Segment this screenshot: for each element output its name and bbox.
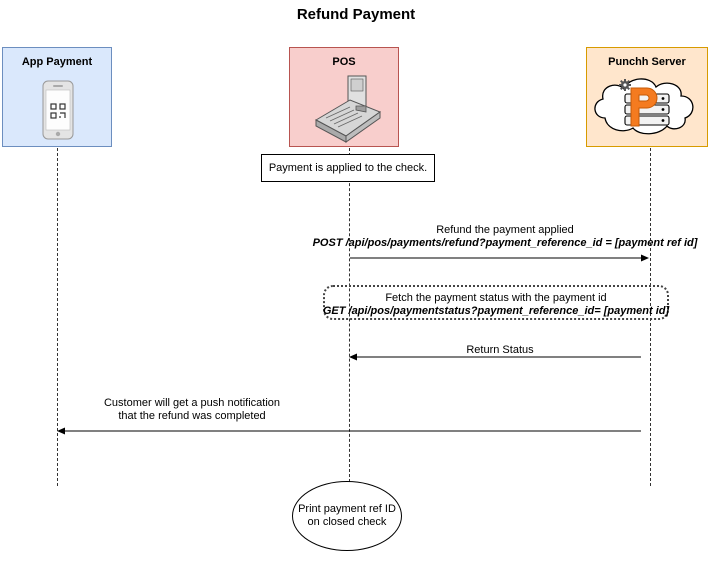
- arrowhead-return-status: [349, 353, 357, 361]
- actor-app-payment-label: App Payment: [21, 56, 93, 68]
- message-return-status: Return Status: [466, 344, 534, 356]
- actor-app-payment: App Payment: [2, 47, 112, 147]
- message-push-label: Customer will get a push notification th…: [92, 397, 292, 423]
- arrowhead-push-notification: [57, 427, 65, 435]
- message-refund-line1: Refund the payment applied: [436, 224, 574, 236]
- actor-punchh-server: Punchh Server: [586, 47, 708, 147]
- message-fetch-endpoint: GET /api/pos/paymentstatus?payment_refer…: [322, 305, 670, 317]
- lifeline-app-payment: [57, 148, 58, 486]
- note-payment-applied: Payment is applied to the check.: [261, 154, 435, 182]
- cash-register-icon: [314, 75, 382, 143]
- message-refund-label: Refund the payment applied POST /api/pos…: [310, 224, 700, 250]
- actor-pos: POS: [289, 47, 399, 147]
- lifeline-pos: [349, 148, 350, 482]
- diagram-title: Refund Payment: [296, 6, 416, 23]
- message-push-line1: Customer will get a push notification: [103, 397, 281, 409]
- cloud-server-icon: [594, 78, 694, 135]
- arrowhead-refund: [641, 254, 649, 262]
- actor-punchh-server-label: Punchh Server: [608, 56, 686, 68]
- end-note-line2: on closed check: [307, 516, 387, 528]
- lifeline-punchh-server: [650, 148, 651, 486]
- message-fetch-label: Fetch the payment status with the paymen…: [322, 292, 670, 318]
- message-fetch-line1: Fetch the payment status with the paymen…: [385, 292, 607, 304]
- message-refund-endpoint: POST /api/pos/payments/refund?payment_re…: [312, 237, 698, 249]
- end-note-line1: Print payment ref ID: [298, 503, 396, 515]
- phone-qr-icon: [42, 80, 74, 140]
- actor-pos-label: POS: [332, 56, 356, 68]
- fetch-status-group: [323, 285, 669, 320]
- end-note-print-ref: Print payment ref ID on closed check: [292, 481, 402, 551]
- message-push-line2: that the refund was completed: [118, 410, 266, 422]
